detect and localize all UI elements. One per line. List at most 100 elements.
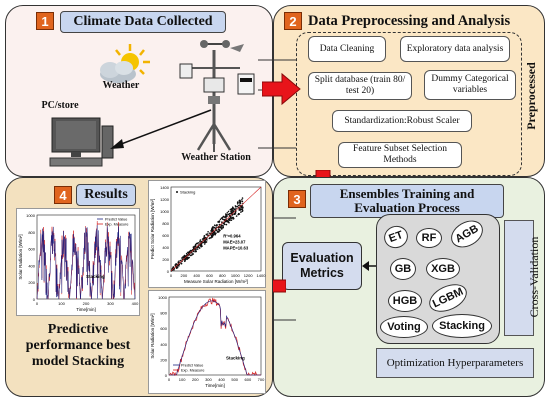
scatter-plot-ytick: 600 [162,233,169,238]
scatter-point [220,217,223,219]
preprocessing-dashed-group [296,32,522,176]
step-number-3: 3 [288,190,306,208]
bottom-plot-axes-frame [168,296,262,376]
step-number-4: 4 [54,186,72,204]
scatter-point [211,227,213,229]
scatter-point [209,232,211,234]
scatter-point [196,242,199,244]
conclusion-text: Predictive performance best model Stacki… [25,322,131,369]
scatter-plot-ytick: 200 [162,257,169,262]
scatter-point [185,252,188,255]
scatter-point [191,254,193,256]
scatter-plot-axes-frame [170,186,262,272]
scatter-point [198,242,200,244]
bottom-plot-ytick: 800 [160,311,167,316]
scatter-point [178,260,180,262]
scatter-point [183,255,186,257]
scatter-point [206,239,208,241]
scatter-point [226,213,228,216]
step-feature-selection: Feature Subset Selection Methods [338,142,462,168]
scatter-point [191,252,193,254]
scatter-point [200,243,203,245]
bottom-plot-ylabel: Solar Radiation [W/m²] [150,313,155,358]
step-split-database: Split database (train 80/ test 20) [308,72,412,100]
scatter-point [213,224,216,226]
scatter-stat: MAE=23.07 [223,239,246,244]
bottom-plot-xtick: 100 [179,377,186,382]
scatter-point [214,232,217,235]
scatter-plot-xlabel: Measure Solar Radiation [W/m²] [184,279,248,284]
scatter-point [180,259,182,262]
scatter-plot-ytick: 1200 [160,197,170,202]
bottom-plot-xlabel: Time[min] [205,383,225,388]
weather-station-icon [179,40,255,152]
left-plot-xtick: 200 [83,301,90,306]
scatter-point [199,244,202,246]
station-label: Weather Station [181,152,251,163]
scatter-point [223,222,225,224]
bottom-plot-xtick: 300 [205,377,212,382]
scatter-point [199,239,202,241]
panel4-title: Results [76,184,136,206]
scatter-point [222,224,224,227]
left-plot-xlabel: Time[min] [76,307,96,312]
scatter-point [226,212,229,214]
scatter-point [235,205,237,208]
scatter-point [228,219,231,221]
scatter-plot-ylabel: Predict Solar Radiation [W/m²] [150,199,155,260]
bottom-plot-ytick: 600 [160,326,167,331]
scatter-point [192,250,195,253]
scatter-point [241,210,244,213]
scatter-point [236,205,239,208]
scatter-plot-ytick: 1400 [160,185,170,190]
scatter-point [217,221,219,223]
scatter-point [230,219,233,221]
bottom-plot-ytick: 400 [160,342,167,347]
scatter-point [174,264,177,266]
arrow-collect-to-preprocess [262,72,301,106]
scatter-plot-xtick: 200 [181,273,188,278]
scatter-point [236,201,239,203]
scatter-point [227,219,229,222]
left-plot-ylabel: Solar Radiation [W/m²] [18,234,23,279]
arrow-station-to-pc [110,109,212,149]
scatter-point [211,236,213,238]
preprocessed-label: Preprocessed [524,62,538,130]
scatter-point [222,218,224,221]
scatter-point [204,241,207,244]
weather-label: Weather [102,80,140,91]
scatter-point [215,227,217,229]
scatter-point [205,233,208,236]
scatter-point [175,267,178,269]
scatter-point [194,244,197,246]
left-plot-xtick: 400 [132,301,139,306]
left-plot-annotation: Stacking [86,274,105,279]
scatter-point [186,258,189,260]
scatter-point [241,199,243,201]
scatter-point [220,228,223,230]
scatter-point [196,248,199,250]
cross-validation-box: Cross-Validation [504,220,541,336]
scatter-point [227,213,230,216]
scatter-point [238,213,240,215]
panel1-title: Climate Data Collected [60,11,226,33]
scatter-point [181,258,183,260]
bottom-plot-xtick: 200 [192,377,199,382]
panel-training: 3 Ensembles Training and Evaluation Proc… [273,177,545,397]
scatter-identity-line [170,186,262,272]
scatter-point [218,231,220,233]
bottom-plot-legend-predict: Predict Value [181,364,203,368]
scatter-point [203,243,206,245]
scatter-point [233,212,236,215]
scatter-point [231,214,234,216]
scatter-point [219,229,221,232]
model-voting: Voting [380,316,428,338]
scatter-point [241,206,244,208]
bottom-plot-legend-measure: Exp. Measure [181,369,204,373]
bottom-plot-xtick: 0 [168,377,171,382]
left-plot-axes-frame [36,214,136,300]
scatter-point [232,217,235,220]
scatter-point [236,203,239,205]
left-plot-series-predict [36,225,136,300]
panel3-title: Ensembles Training and Evaluation Proces… [310,184,504,218]
